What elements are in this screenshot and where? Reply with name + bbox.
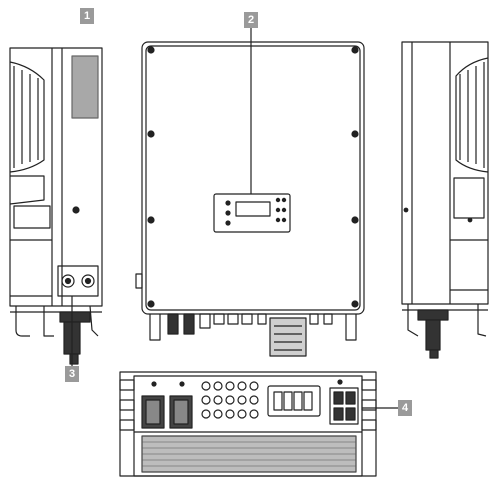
display-panel	[213, 193, 291, 233]
comm-ports	[329, 387, 359, 425]
callout-2-label: 2	[244, 12, 258, 28]
callout-1-label: 1	[80, 8, 94, 24]
front-view	[135, 28, 365, 357]
callout-4-label: 4	[398, 400, 412, 416]
callout-3-label: 3	[65, 366, 79, 382]
bottom-view	[119, 371, 398, 477]
lcd-screen	[235, 201, 271, 217]
left-side-view	[9, 47, 103, 366]
right-side-view	[401, 41, 489, 359]
dc-switch-box	[57, 265, 99, 297]
side-label-plate	[71, 55, 99, 119]
